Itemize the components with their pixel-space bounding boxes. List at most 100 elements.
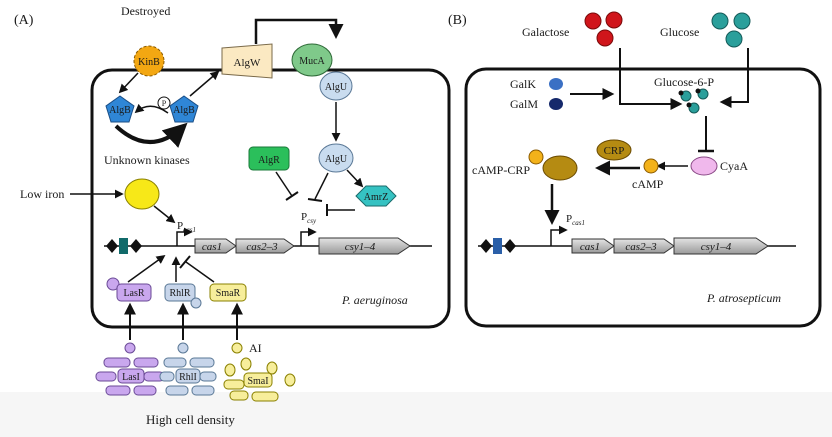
- arrow-algb-return: [134, 103, 169, 114]
- promoter-cas1-b-arrow: [550, 225, 568, 246]
- galk-label: GalK: [510, 77, 536, 91]
- galk-node: [549, 78, 563, 90]
- inhibit-smar-pcas1-bar: [179, 255, 191, 269]
- gene-csy14: [318, 237, 411, 255]
- algb-left-label: AlgB: [109, 105, 131, 116]
- rhli-ai-molecule: [177, 342, 189, 354]
- destroyed-label: Destroyed: [121, 4, 170, 18]
- smar-node: [209, 283, 247, 302]
- algu-top-node: [319, 71, 353, 101]
- phospho-label: P: [162, 99, 167, 108]
- algu-top-label: AlgU: [325, 82, 348, 93]
- smar-label: SmaR: [216, 288, 241, 299]
- camp-crp-camp: [528, 149, 544, 165]
- iron-regulator-node: [124, 178, 160, 210]
- muca-node: [291, 43, 333, 77]
- organism-a-label: P. aeruginosa: [341, 293, 408, 307]
- glucose-label: Glucose: [660, 25, 699, 39]
- rhlr-ai-dot: [190, 297, 202, 309]
- phospho-circle: [157, 96, 171, 110]
- kinb-label: KinB: [138, 57, 160, 68]
- algb-right-node: [169, 95, 199, 123]
- p-csy-label: Pcsy: [301, 211, 317, 225]
- algw-node: [221, 43, 273, 79]
- arrow-galactose-g6p: [619, 48, 683, 110]
- lasi-label: LasI: [122, 372, 140, 383]
- muca-label: MucA: [299, 56, 325, 67]
- gene-csy14-label: csy1–4: [345, 241, 376, 253]
- crp-node: [596, 139, 632, 161]
- lasi-ai-molecule: [124, 342, 136, 354]
- gene-cas1-b-label: cas1: [580, 241, 600, 253]
- rhli-cluster: RhlI: [159, 357, 217, 396]
- algu-mid-node: [318, 143, 354, 173]
- arrow-algb-phosphorylation: [114, 122, 188, 148]
- gene-cas1-b: [571, 238, 615, 254]
- gene-csy14-b-label: csy1–4: [701, 241, 732, 253]
- inhibit-smar-pcas1: [185, 261, 215, 283]
- organism-b-label: P. atrosepticum: [706, 291, 781, 305]
- arrow-iron-pcas1: [153, 205, 176, 224]
- inhibit-algu-pcsy: [314, 172, 329, 200]
- glucose6p-molecules: [678, 88, 709, 114]
- algu-mid-label: AlgU: [325, 154, 348, 165]
- smai-label: SmaI: [247, 376, 268, 387]
- algb-right-label: AlgB: [173, 105, 195, 116]
- crp-label: CRP: [604, 145, 625, 157]
- promoter-cas1-arrow: [176, 227, 193, 246]
- gene-csy14-b: [673, 237, 769, 255]
- promoter-csy-arrow: [300, 227, 317, 246]
- inhibit-algu-pcsy-bar: [307, 198, 323, 202]
- galm-node: [549, 98, 563, 110]
- inhibit-algr-pcsy-bar: [285, 191, 299, 201]
- rhlr-node: [164, 283, 196, 302]
- arrow-kinb-algb: [118, 72, 139, 94]
- algr-label: AlgR: [258, 155, 280, 166]
- algb-left-node: [105, 95, 135, 123]
- gene-cas23: [235, 238, 295, 254]
- gene-cas23-label: cas2–3: [246, 241, 278, 253]
- footer-band: [0, 392, 832, 437]
- arrow-glucose-g6p: [719, 48, 749, 108]
- camp-node: [643, 158, 659, 174]
- lasr-node: [116, 283, 152, 302]
- arrow-lasr-pcas1: [127, 254, 166, 283]
- p-cas1-b-label: Pcas1: [566, 213, 585, 227]
- repeat-diamond-1: [106, 239, 118, 253]
- algr-node: [248, 146, 290, 171]
- gene-cas1-label: cas1: [202, 241, 222, 253]
- gene-cas23-b-label: cas2–3: [625, 241, 657, 253]
- cyaa-node: [690, 156, 718, 176]
- camp-crp-label: cAMP-CRP: [472, 163, 530, 177]
- galactose-label: Galactose: [522, 25, 569, 39]
- galactose-molecules: [584, 11, 623, 47]
- high-density-label: High cell density: [146, 412, 235, 427]
- repeat-diamond-b2: [504, 239, 516, 253]
- gene-cas1: [194, 238, 237, 254]
- arrow-algu-amrz: [346, 169, 364, 188]
- repeat-diamond-2: [130, 239, 142, 253]
- panel-b-label: (B): [448, 13, 467, 28]
- glucose-molecules: [711, 12, 751, 48]
- kinb-node: [133, 45, 165, 77]
- arrow-algw-muca: [254, 18, 344, 44]
- smai-ai-molecule: [231, 342, 243, 354]
- camp-crp-complex: [542, 155, 578, 181]
- algw-label: AlgW: [234, 57, 262, 69]
- spacer-box-a: [119, 238, 128, 254]
- glucose6p-label: Glucose-6-P: [654, 75, 714, 89]
- galm-label: GalM: [510, 97, 538, 111]
- inhibit-algr-pcsy: [275, 171, 293, 197]
- repeat-diamond-b1: [480, 239, 492, 253]
- arrow-algb-algw: [189, 70, 220, 97]
- rhlr-label: RhlR: [169, 288, 190, 299]
- ai-label: AI: [249, 341, 262, 355]
- smai-cluster: SmaI: [223, 357, 296, 402]
- spacer-box-b: [493, 238, 502, 254]
- rhli-label: RhlI: [179, 372, 197, 383]
- cell-b-outline: [464, 67, 822, 328]
- lasr-label: LasR: [123, 288, 144, 299]
- cyaa-label: CyaA: [720, 159, 748, 173]
